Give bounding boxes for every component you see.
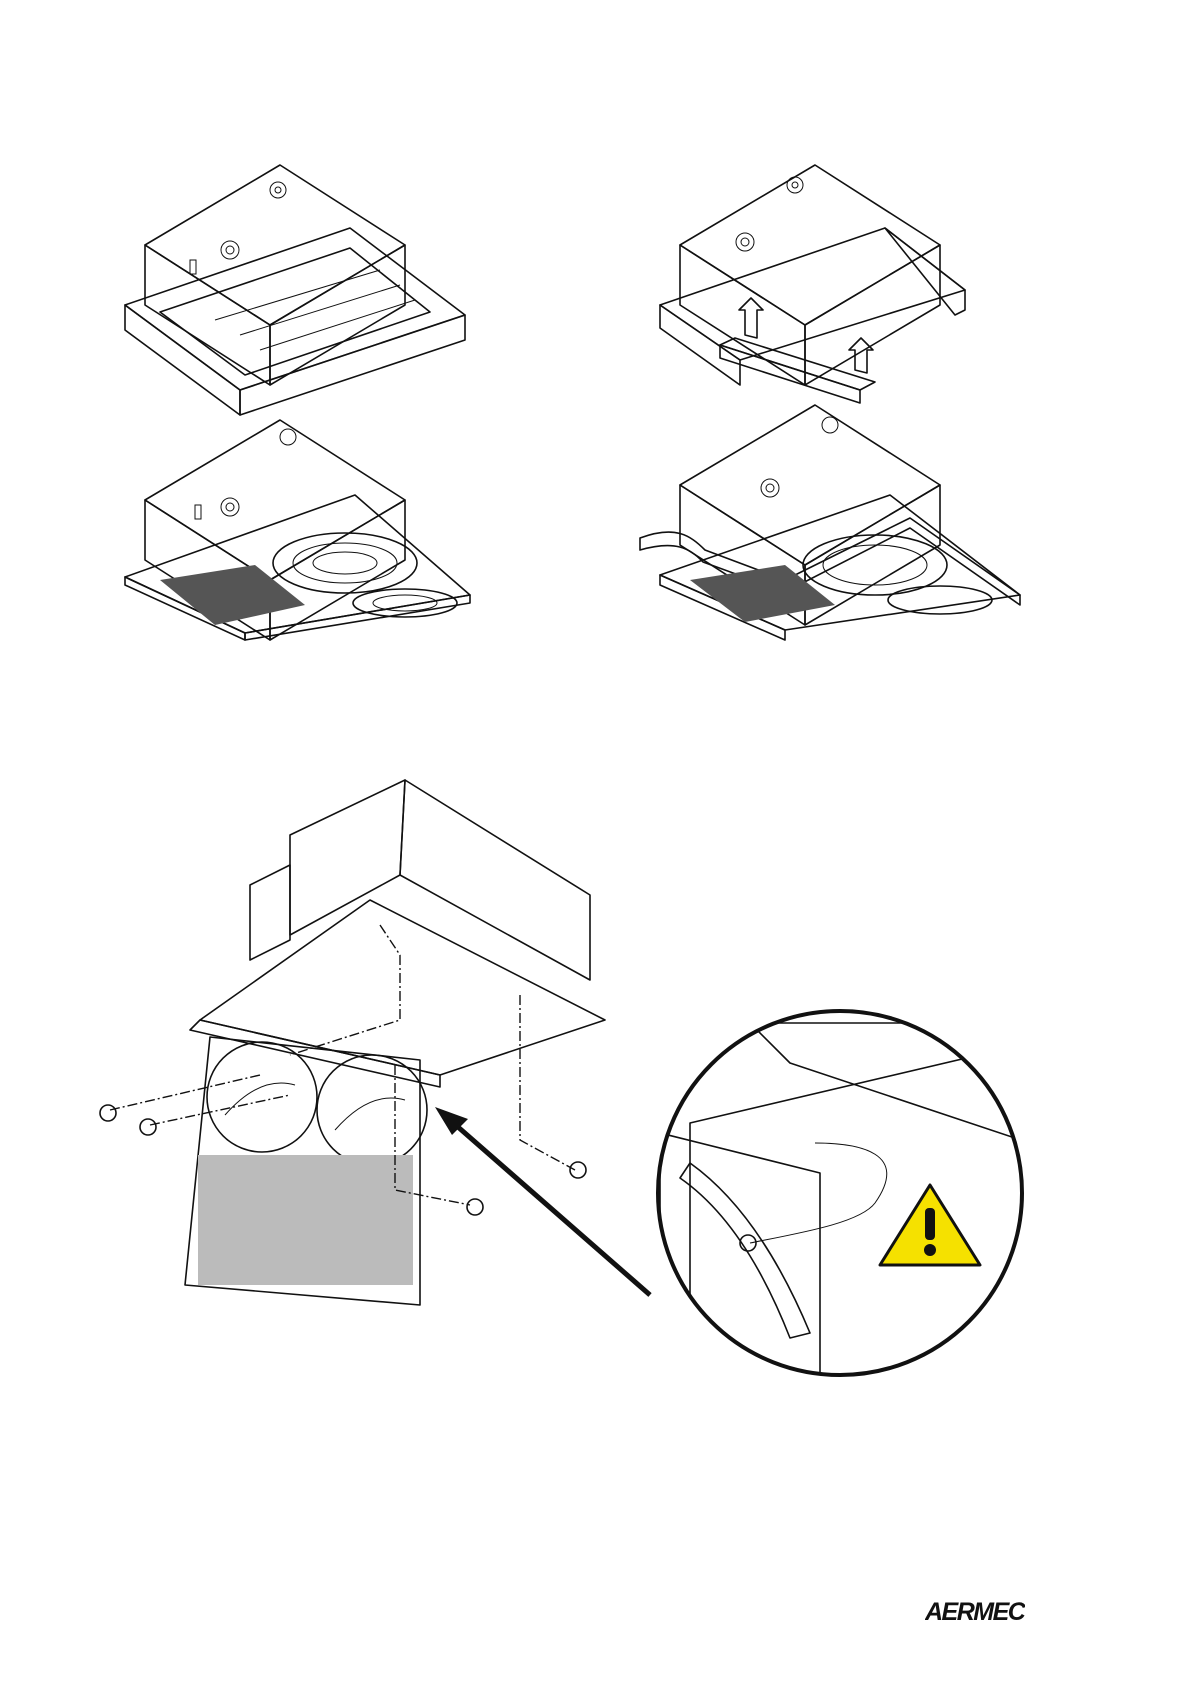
- figure-frame-removal: [655, 160, 1015, 400]
- fan-coil-unit-icon: [655, 160, 1015, 400]
- grille-icon: [160, 565, 305, 625]
- figure-unit-with-grille: [120, 415, 480, 645]
- figure-unit-with-seal: [635, 400, 1035, 640]
- aermec-logo: AERMEC: [925, 1592, 1025, 1628]
- arrow-icon: [435, 1107, 650, 1295]
- fan-coil-unit-icon: [635, 400, 1035, 640]
- fan-coil-unit-icon: [120, 160, 480, 400]
- warning-triangle-icon: [880, 1185, 980, 1265]
- figure-panel-screws: [90, 775, 650, 1320]
- figure-unit-with-frame: [120, 160, 480, 400]
- logo-text: AERMEC: [925, 1598, 1025, 1626]
- up-arrow-icon: [739, 298, 873, 373]
- figure-safety-cable-detail: [650, 1003, 1030, 1383]
- fan-coil-unit-icon: [120, 415, 480, 645]
